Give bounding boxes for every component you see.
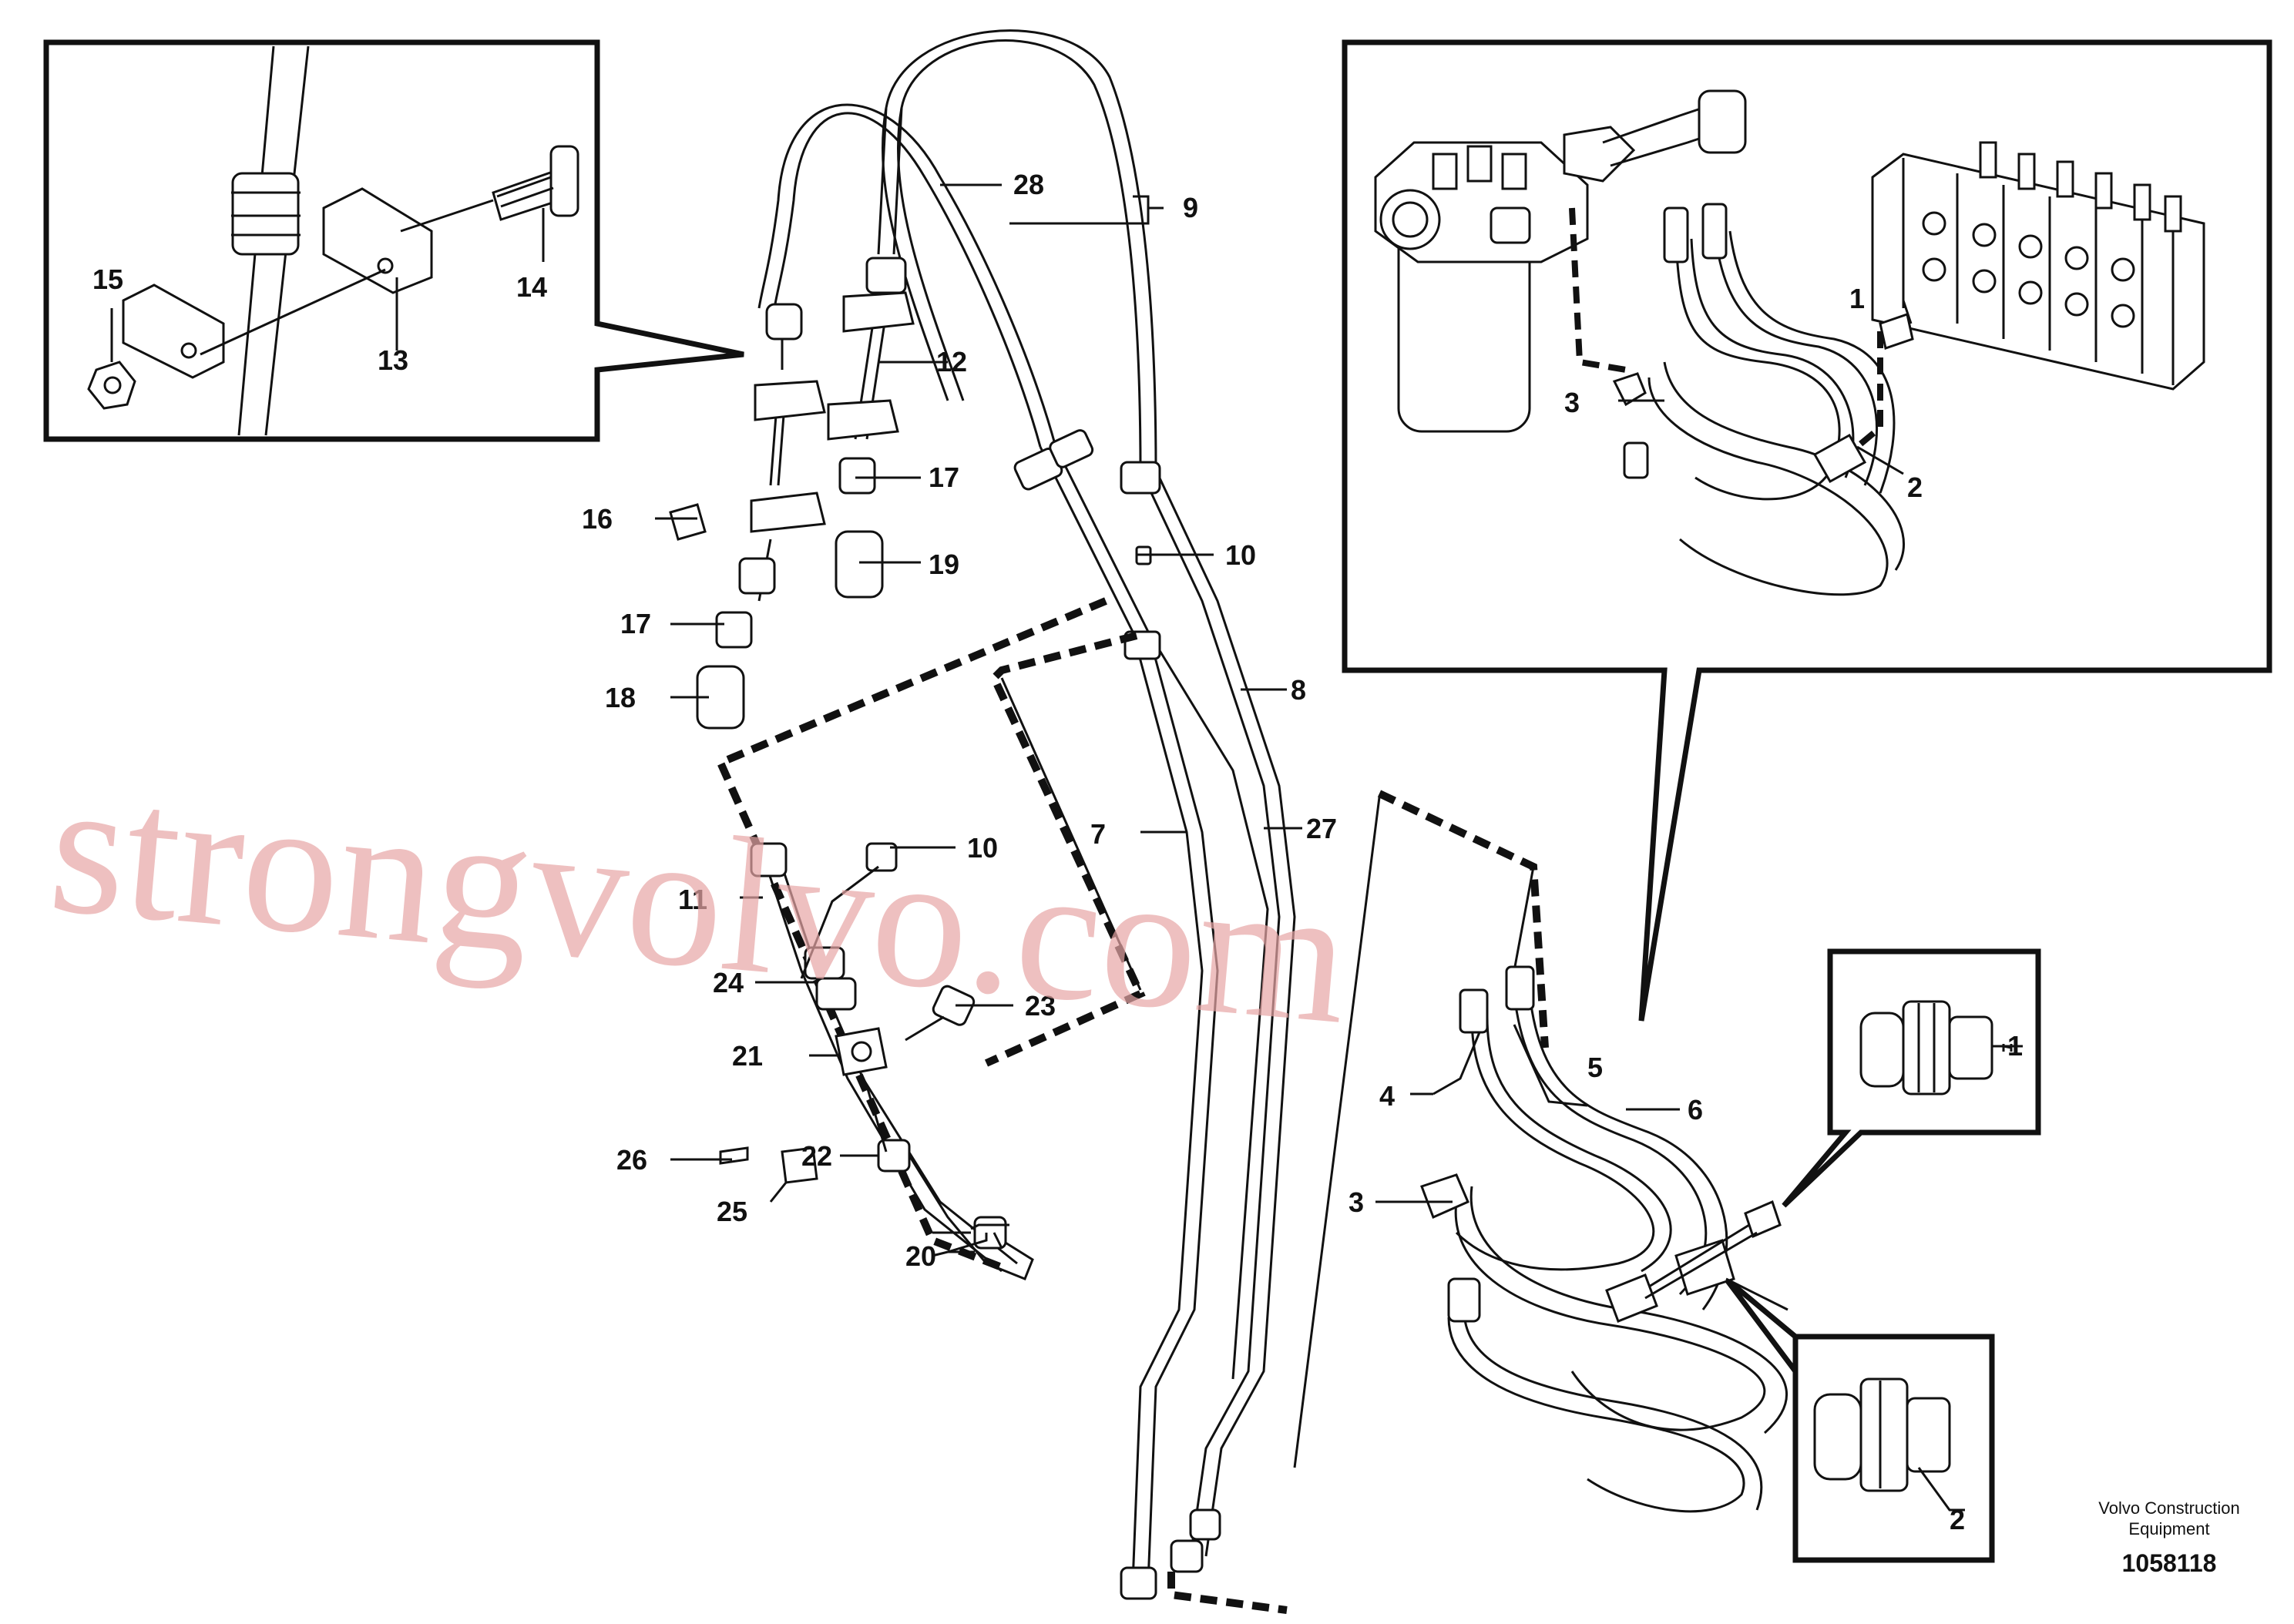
callout-valve-1: 1 (1849, 283, 1865, 314)
callout-22: 22 (801, 1140, 832, 1172)
callout-11: 11 (678, 884, 707, 915)
lower-tube-assembly (715, 597, 1146, 1280)
callout-14: 14 (516, 271, 547, 303)
company-line-1: Volvo Construction (2098, 1498, 2239, 1518)
callout-27: 27 (1306, 813, 1337, 844)
callout-fitting-1: 1 (2007, 1030, 2023, 1062)
callout-10b: 10 (967, 832, 998, 864)
leader-lines (655, 183, 1676, 1257)
callout-25: 25 (717, 1196, 747, 1227)
callout-fitting-2: 2 (1950, 1504, 1965, 1535)
drawing-number: 1058118 (2122, 1549, 2217, 1577)
watermark-text: strongvolvo.com (42, 739, 1356, 1065)
callout-21: 21 (732, 1040, 763, 1072)
callout-17a: 17 (929, 461, 959, 493)
callout-valve-3: 3 (1564, 387, 1580, 418)
callout-10a: 10 (1225, 539, 1256, 571)
callout-16: 16 (582, 503, 613, 535)
callout-valve-2: 2 (1907, 471, 1923, 503)
callout-24: 24 (713, 967, 744, 998)
callout-17b: 17 (620, 608, 651, 639)
detail-inset-clamp (43, 39, 744, 442)
callout-9: 9 (1183, 192, 1198, 223)
callout-12: 12 (936, 346, 967, 377)
callout-23: 23 (1025, 990, 1056, 1022)
callout-18: 18 (605, 682, 636, 713)
boom-hose-assembly (669, 29, 1296, 1600)
callout-8: 8 (1291, 674, 1306, 706)
callout-15: 15 (92, 263, 123, 295)
company-line-2: Equipment (2128, 1519, 2209, 1538)
callout-26: 26 (616, 1144, 647, 1176)
callout-4: 4 (1379, 1080, 1395, 1112)
callout-13: 13 (378, 344, 408, 376)
detail-inset-valve (1342, 39, 2272, 1022)
callout-19: 19 (929, 549, 959, 580)
callout-28: 28 (1013, 169, 1044, 200)
callout-6: 6 (1688, 1094, 1703, 1126)
lower-right-hose-bundle (1167, 790, 1789, 1614)
callout-7: 7 (1090, 818, 1106, 850)
callout-3: 3 (1349, 1186, 1364, 1218)
detail-fitting-1 (1782, 948, 2041, 1208)
callout-20: 20 (905, 1240, 936, 1272)
callout-5: 5 (1587, 1052, 1603, 1083)
